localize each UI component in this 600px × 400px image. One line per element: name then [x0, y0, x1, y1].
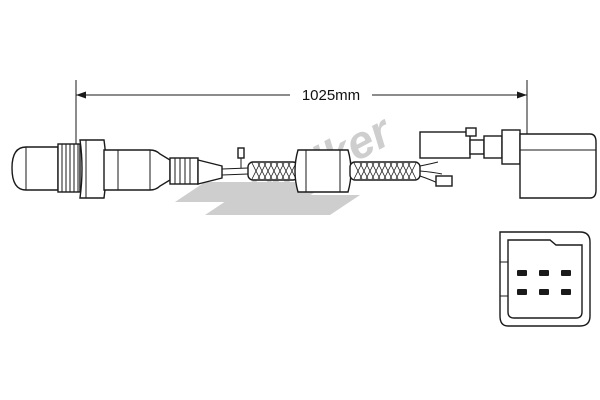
connector-wires: [419, 161, 453, 187]
connector-housing: [419, 127, 597, 199]
sensor-body: [103, 149, 171, 191]
connector-pin: [539, 270, 549, 276]
connector-pin: [517, 289, 527, 295]
sensor-tip: [11, 146, 59, 191]
sensor-thread: [57, 143, 81, 193]
sensor-cable: [221, 147, 249, 176]
sensor-hex-nut: [79, 139, 107, 199]
connector-pin: [561, 289, 571, 295]
connector-face: [499, 231, 591, 327]
arrow-left-icon: [76, 91, 86, 99]
cable-grommet: [294, 149, 352, 193]
connector-pin: [517, 270, 527, 276]
dimension-label: 1025mm: [302, 87, 360, 104]
arrow-right-icon: [517, 91, 527, 99]
wire-clip: [435, 175, 453, 187]
braided-sleeve-1: [247, 161, 299, 181]
cable-clip: [237, 147, 245, 159]
dimension-line: 1025mm: [75, 80, 528, 150]
connector-pin: [561, 270, 571, 276]
braided-sleeve-2: [349, 161, 421, 181]
sensor-crimp: [169, 157, 223, 185]
connector-pin: [539, 289, 549, 295]
